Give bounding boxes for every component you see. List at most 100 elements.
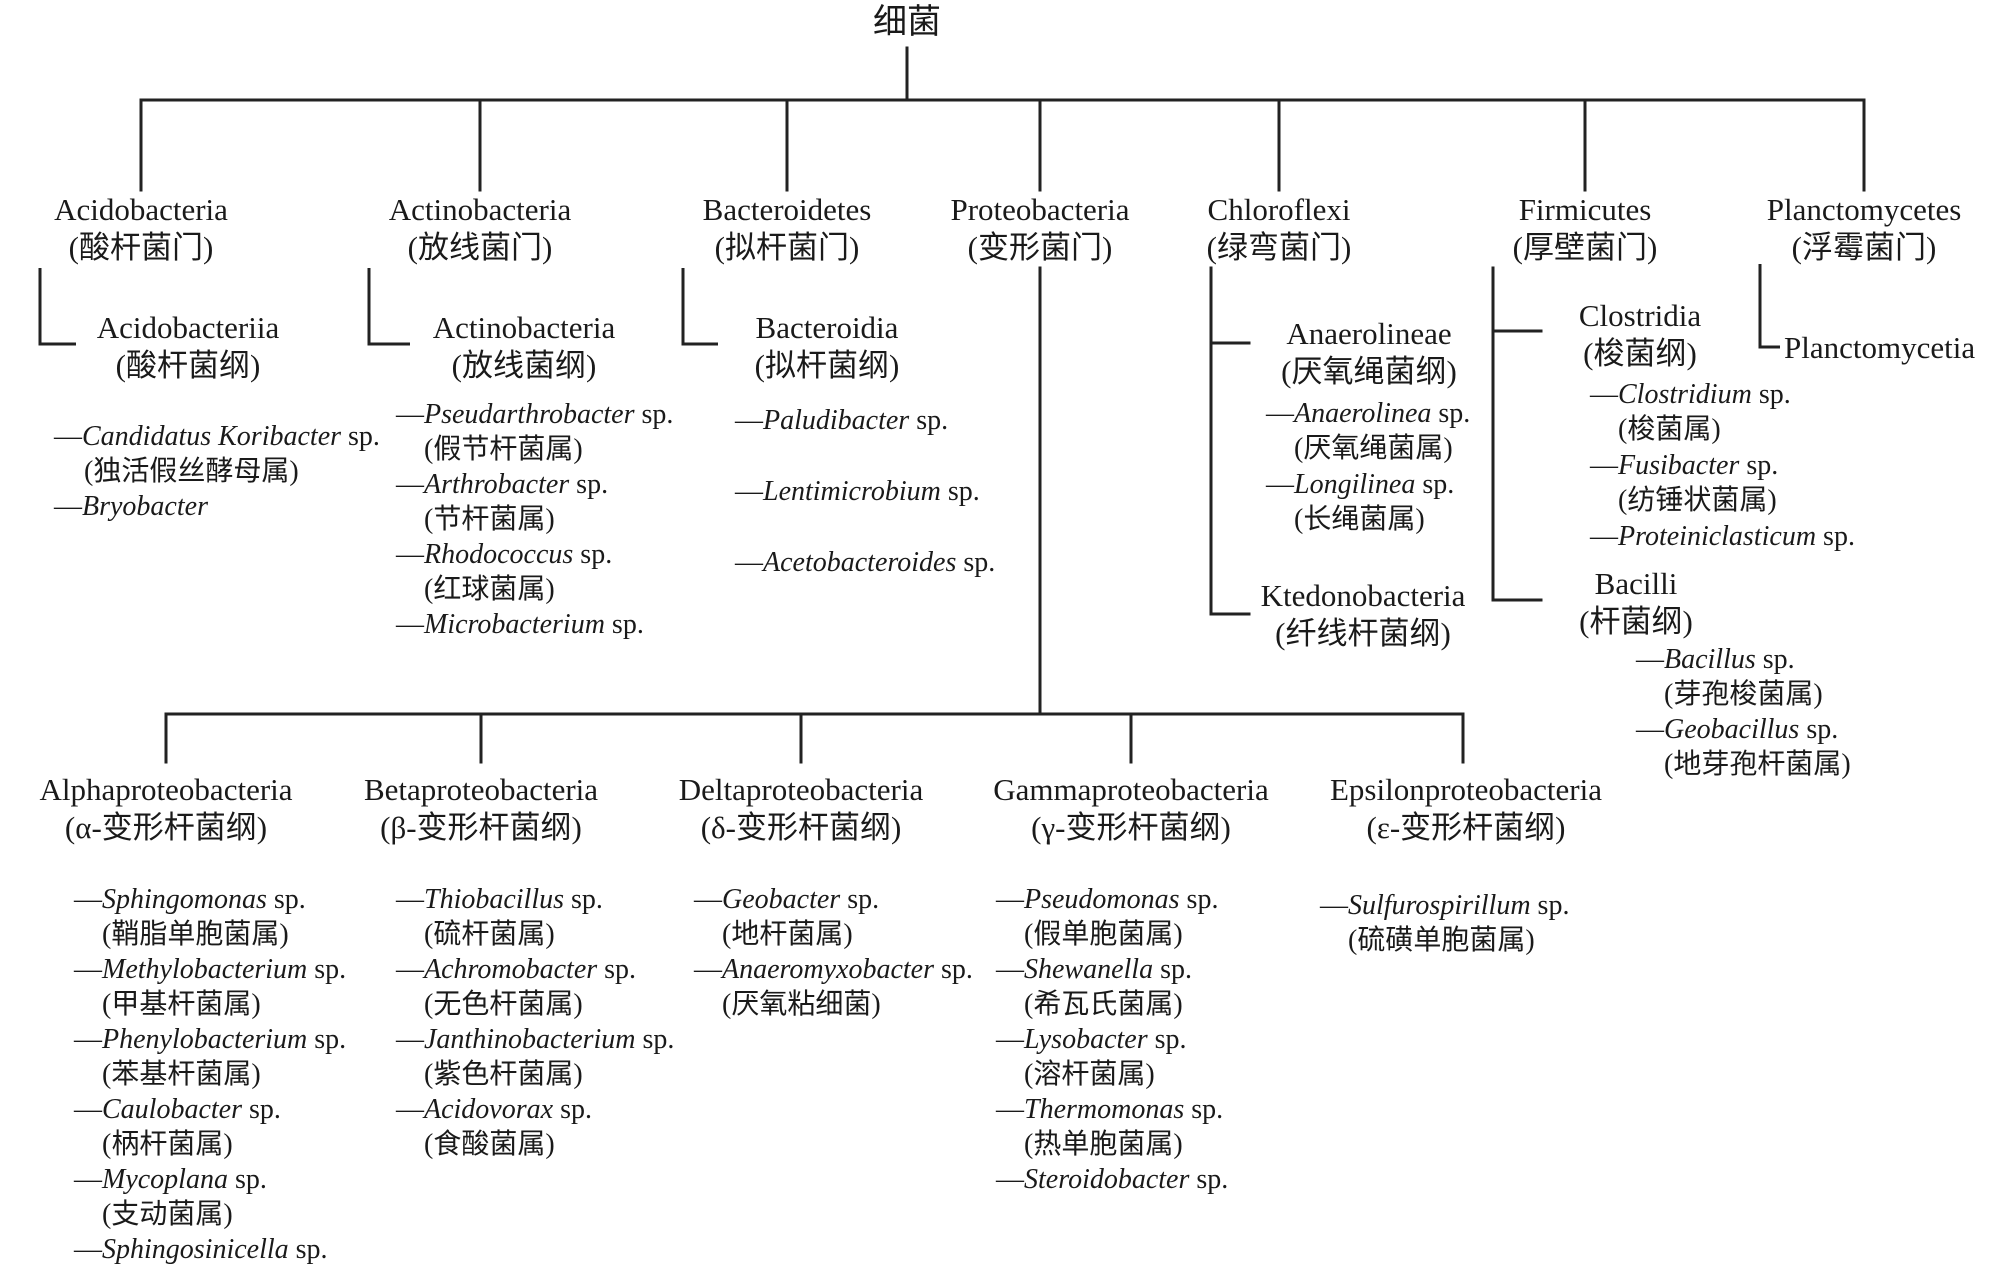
phylum-chloro-name: Chloroflexi xyxy=(1207,192,1351,227)
genus-delta-1-cn: (厌氧粘细菌) xyxy=(722,989,881,1020)
genus-name: Lysobacter xyxy=(1024,1024,1148,1055)
phylum-actino-cn: (放线菌门) xyxy=(407,230,553,265)
genus-dash: — xyxy=(396,609,424,640)
class-delta-name: Deltaproteobacteria xyxy=(678,772,924,807)
genus-dash: — xyxy=(694,884,722,915)
genus-bacteroidia-0: —Paludibacter sp. xyxy=(735,407,948,435)
genus-dash: — xyxy=(694,954,722,985)
genus-alpha-2: —Phenylobacterium sp. xyxy=(74,1026,346,1054)
genus-sp-suffix: sp. xyxy=(604,609,644,640)
genus-sp-suffix: sp. xyxy=(242,1094,281,1125)
genus-gamma-3-cn: (热单胞菌属) xyxy=(1024,1129,1183,1160)
genus-name: Sphingomonas xyxy=(102,884,267,915)
connector-acidobacteriia xyxy=(38,268,76,346)
class-anaerolineae-name: Anaerolineae xyxy=(1286,316,1452,351)
genus-beta-2-cn: (紫色杆菌属) xyxy=(424,1059,583,1090)
genus-sp-suffix: sp. xyxy=(597,954,637,985)
genus-sp-suffix: sp. xyxy=(564,884,603,915)
phylum-firmi-cn: (厚壁菌门) xyxy=(1512,230,1658,265)
phylum-plancto-cn: (浮霉菌门) xyxy=(1791,230,1937,265)
genus-gamma-1-cn: (希瓦氏菌属) xyxy=(1024,989,1183,1020)
genus-name: Microbacterium xyxy=(424,609,605,640)
genus-name: Bryobacter xyxy=(82,491,208,522)
genus-sp-suffix: sp. xyxy=(307,1024,347,1055)
genus-sp-suffix: sp. xyxy=(909,405,949,436)
genus-name: Methylobacterium xyxy=(102,954,308,985)
class-alpha-cn: (α-变形杆菌纲) xyxy=(64,810,268,845)
genus-name: Caulobacter xyxy=(102,1094,242,1125)
genus-name: Thermomonas xyxy=(1024,1094,1185,1125)
class-bacteroidia-name: Bacteroidia xyxy=(755,310,899,345)
genus-acidobacteriia-0: —Candidatus Koribacter sp. xyxy=(54,423,380,451)
genus-dash: — xyxy=(396,1094,424,1125)
genus-sp-suffix: sp. xyxy=(227,1164,267,1195)
class-ktedonobacteria-cn: (纤线杆菌纲) xyxy=(1275,616,1451,651)
class-clostridia-name: Clostridia xyxy=(1578,298,1702,333)
genus-name: Thiobacillus xyxy=(424,884,565,915)
genus-gamma-2-cn: (溶杆菌属) xyxy=(1024,1059,1155,1090)
genus-sp-suffix: sp. xyxy=(635,1024,675,1055)
genus-sp-suffix: sp. xyxy=(1189,1164,1229,1195)
class-beta-name: Betaproteobacteria xyxy=(363,772,599,807)
genus-name: Pseudarthrobacter xyxy=(424,399,635,430)
genus-name: Sulfurospirillum xyxy=(1348,890,1531,921)
genus-dash: — xyxy=(996,954,1024,985)
phylum-bactero-name: Bacteroidetes xyxy=(702,192,872,227)
genus-bacteroidia-1: —Lentimicrobium sp. xyxy=(735,478,980,506)
genus-actinobacteria-0: —Pseudarthrobacter sp. xyxy=(396,401,673,429)
genus-name: Lentimicrobium xyxy=(763,476,941,507)
genus-clostridia-0: —Clostridium sp. xyxy=(1590,381,1791,409)
genus-dash: — xyxy=(996,1164,1024,1195)
genus-dash: — xyxy=(396,469,424,500)
genus-gamma-1: —Shewanella sp. xyxy=(996,956,1192,984)
class-anaerolineae-cn: (厌氧绳菌纲) xyxy=(1281,354,1457,389)
genus-name: Clostridium xyxy=(1618,379,1752,410)
genus-anaerolineae-0: —Anaerolinea sp. xyxy=(1266,400,1470,428)
genus-gamma-2: —Lysobacter sp. xyxy=(996,1026,1187,1054)
genus-dash: — xyxy=(1266,469,1294,500)
connector-planctomycetia xyxy=(1758,264,1780,349)
genus-dash: — xyxy=(74,1024,102,1055)
genus-sp-suffix: sp. xyxy=(934,954,973,985)
genus-dash: — xyxy=(74,884,102,915)
genus-dash: — xyxy=(735,547,763,578)
genus-actinobacteria-3: —Microbacterium sp. xyxy=(396,611,644,639)
genus-dash: — xyxy=(396,539,424,570)
genus-sp-suffix: sp. xyxy=(1184,1094,1224,1125)
genus-dash: — xyxy=(735,476,763,507)
genus-name: Mycoplana xyxy=(102,1164,228,1195)
phylum-actino-name: Actinobacteria xyxy=(388,192,572,227)
genus-delta-0-cn: (地杆菌属) xyxy=(722,919,853,950)
genus-anaerolineae-1: —Longilinea sp. xyxy=(1266,471,1454,499)
genus-sp-suffix: sp. xyxy=(1147,1024,1187,1055)
genus-sp-suffix: sp. xyxy=(940,476,980,507)
genus-dash: — xyxy=(396,954,424,985)
genus-sp-suffix: sp. xyxy=(573,539,613,570)
genus-bacilli-1-cn: (地芽孢杆菌属) xyxy=(1664,749,1851,780)
class-gamma-cn: (γ-变形杆菌纲) xyxy=(1031,810,1231,845)
genus-beta-3-cn: (食酸菌属) xyxy=(424,1129,555,1160)
genus-sp-suffix: sp. xyxy=(569,469,609,500)
genus-name: Acidovorax xyxy=(424,1094,554,1125)
phylum-acido-name: Acidobacteria xyxy=(54,192,228,227)
genus-dash: — xyxy=(396,1024,424,1055)
class-epsilon-cn: (ε-变形杆菌纲) xyxy=(1366,810,1566,845)
genus-delta-1: —Anaeromyxobacter sp. xyxy=(694,956,973,984)
genus-alpha-2-cn: (苯基杆菌属) xyxy=(102,1059,261,1090)
genus-acidobacteriia-0-cn: (独活假丝酵母属) xyxy=(84,456,299,487)
genus-bacilli-1: —Geobacillus sp. xyxy=(1636,716,1838,744)
genus-dash: — xyxy=(1590,379,1618,410)
genus-beta-1-cn: (无色杆菌属) xyxy=(424,989,583,1020)
genus-name: Fusibacter xyxy=(1618,450,1740,481)
genus-sp-suffix: sp. xyxy=(1739,450,1779,481)
phylum-plancto-name: Planctomycetes xyxy=(1766,192,1962,227)
genus-dash: — xyxy=(1636,644,1664,675)
genus-sp-suffix: sp. xyxy=(956,547,996,578)
genus-dash: — xyxy=(74,1164,102,1195)
genus-dash: — xyxy=(74,1094,102,1125)
genus-name: Geobacter xyxy=(722,884,841,915)
genus-dash: — xyxy=(396,399,424,430)
phylum-acido-cn: (酸杆菌门) xyxy=(68,230,214,265)
